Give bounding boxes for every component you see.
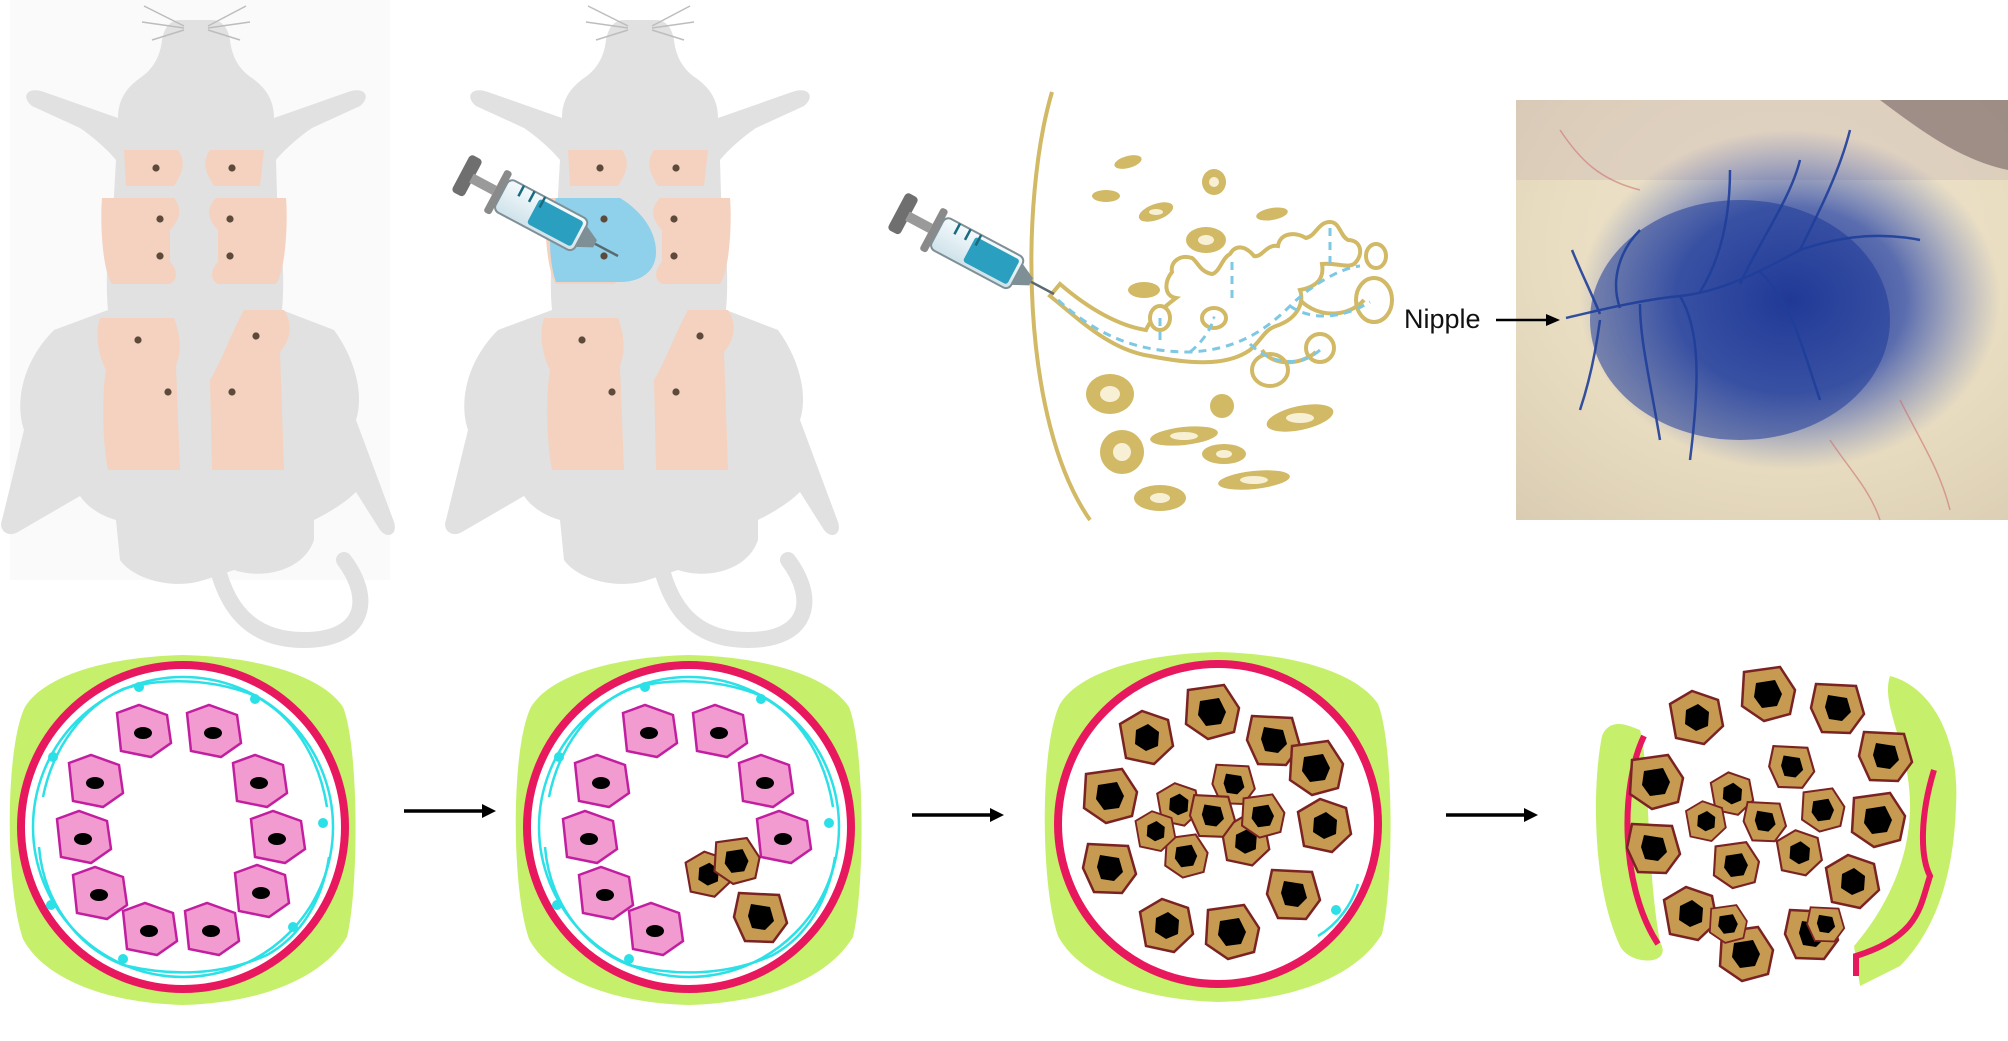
progression-arrow — [912, 808, 1004, 822]
progression-arrow — [404, 804, 496, 818]
mouse-diagram — [1, 0, 395, 640]
duct-injection-schematic — [884, 91, 1394, 522]
filled-duct — [1044, 652, 1391, 1002]
progression-arrow — [1446, 808, 1538, 822]
invasive-carcinoma — [1595, 665, 1957, 986]
nipple-pointer-arrow — [1496, 314, 1560, 326]
early-lesion-duct — [515, 655, 862, 1005]
nipple-label: Nipple — [1404, 304, 1481, 334]
syringe-icon — [884, 187, 1067, 317]
normal-duct — [9, 655, 356, 1005]
dye-injected-gland-photo — [1516, 100, 2008, 521]
mouse-injection-diagram — [445, 6, 839, 640]
